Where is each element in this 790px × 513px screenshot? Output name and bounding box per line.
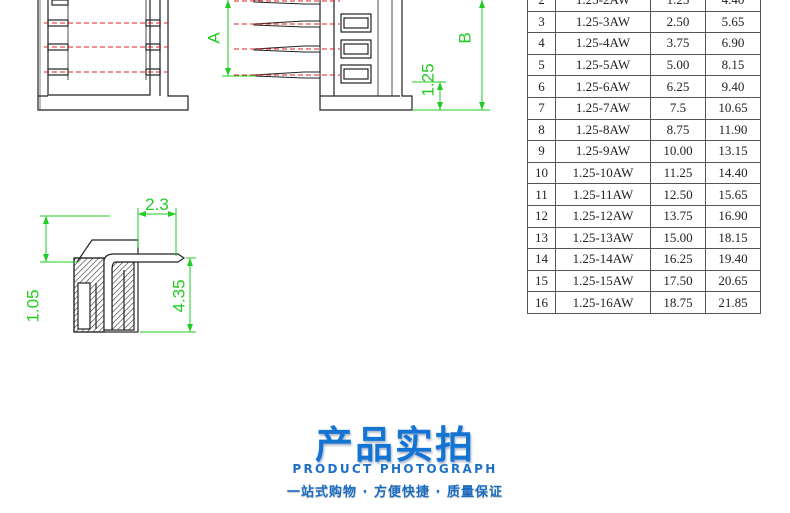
dimension-b-cell: 14.40 (705, 161, 761, 185)
front-view-centerlines (44, 22, 168, 73)
part-number-cell: 1.25-5AW (555, 53, 651, 77)
pin-count-cell: 12 (527, 204, 556, 228)
dimension-side-small-height (40, 215, 110, 263)
dimension-a-cell: 17.50 (650, 269, 706, 293)
dimension-b-cell: 9.40 (705, 75, 761, 98)
dimension-a-cell: 5.00 (650, 53, 706, 77)
side-view (73, 239, 186, 333)
part-number-cell: 1.25-2AW (555, 0, 651, 12)
part-number-cell: 1.25-4AW (555, 32, 651, 55)
dimension-b-cell: 5.65 (705, 10, 761, 34)
dimension-a-cell: 3.75 (650, 32, 706, 55)
dimension-b-cell: 18.15 (705, 226, 761, 250)
pin-count-cell: 11 (527, 183, 556, 206)
part-number-cell: 1.25-7AW (555, 96, 651, 120)
dimension-side-small-height-label: 1.05 (23, 289, 42, 322)
dimension-b-cell: 19.40 (705, 248, 761, 271)
dimension-b (446, 0, 490, 111)
part-number-cell: 1.25-6AW (555, 75, 651, 98)
pin-count-cell: 13 (527, 226, 556, 250)
part-number-cell: 1.25-11AW (555, 183, 651, 206)
dimension-b-cell: 13.15 (705, 140, 761, 163)
dimension-a-cell: 15.00 (650, 226, 706, 250)
dimension-b-cell: 20.65 (705, 269, 761, 293)
pin-count-cell: 3 (527, 10, 556, 34)
dimension-a-cell: 1.25 (650, 0, 706, 12)
dimension-a-cell: 13.75 (650, 204, 706, 228)
pin-count-cell: 4 (527, 32, 556, 55)
pin-count-cell: 5 (527, 53, 556, 77)
dimension-side-height (140, 257, 196, 333)
dimension-b-cell: 6.90 (705, 32, 761, 55)
top-view-pins (253, 0, 321, 79)
dimension-a-cell: 11.25 (650, 161, 706, 185)
dimension-b-cell: 11.90 (705, 118, 761, 142)
front-view (37, 0, 189, 111)
dimension-a-cell: 7.5 (650, 96, 706, 120)
dimension-a-cell: 6.25 (650, 75, 706, 98)
dimension-b-label: B (455, 32, 474, 43)
pin-count-cell: 16 (527, 291, 556, 314)
pin-count-cell: 2 (527, 0, 556, 12)
spec-table: 21.25-2AW1.254.4031.25-3AW2.505.6541.25-… (527, 0, 761, 314)
dimension-a-cell: 16.25 (650, 248, 706, 271)
product-photo-subtitle: PRODUCT PHOTOGRAPH (292, 462, 498, 476)
dimension-a-cell: 10.00 (650, 140, 706, 163)
pin-count-cell: 9 (527, 140, 556, 163)
part-number-cell: 1.25-16AW (555, 291, 651, 314)
dimension-b-cell: 10.65 (705, 96, 761, 120)
dimension-pitch (412, 81, 446, 111)
dimension-b-cell: 21.85 (705, 291, 761, 314)
pin-count-cell: 10 (527, 161, 556, 185)
pin-count-cell: 7 (527, 96, 556, 120)
dimension-b-cell: 4.40 (705, 0, 761, 12)
part-number-cell: 1.25-12AW (555, 204, 651, 228)
product-photo-title: 产品实拍 (314, 423, 475, 467)
part-number-cell: 1.25-8AW (555, 118, 651, 142)
pin-count-cell: 6 (527, 75, 556, 98)
dimension-b-cell: 15.65 (705, 183, 761, 206)
dimension-a-cell: 2.50 (650, 10, 706, 34)
dimension-b-cell: 16.90 (705, 204, 761, 228)
dimension-side-width (137, 208, 177, 256)
dimension-a-cell: 12.50 (650, 183, 706, 206)
dimension-b-cell: 8.15 (705, 53, 761, 77)
shopping-slogan: 一站式购物 · 方便快捷 · 质量保证 (287, 485, 503, 500)
pin-count-cell: 8 (527, 118, 556, 142)
part-number-cell: 1.25-15AW (555, 269, 651, 293)
pin-count-cell: 15 (527, 269, 556, 293)
part-number-cell: 1.25-10AW (555, 161, 651, 185)
pin-count-cell: 14 (527, 248, 556, 271)
part-number-cell: 1.25-13AW (555, 226, 651, 250)
top-view (319, 0, 413, 111)
dimension-a-label: A (204, 32, 223, 44)
part-number-cell: 1.25-9AW (555, 140, 651, 163)
top-view-centerlines (234, 0, 340, 76)
part-number-cell: 1.25-14AW (555, 248, 651, 271)
dimension-a-cell: 8.75 (650, 118, 706, 142)
dimension-side-width-label: 2.3 (145, 195, 169, 214)
dimension-side-height-label: 4.35 (169, 279, 188, 312)
dimension-a (222, 0, 256, 77)
part-number-cell: 1.25-3AW (555, 10, 651, 34)
dimension-a-cell: 18.75 (650, 291, 706, 314)
dimension-pitch-label: 1.25 (418, 63, 437, 96)
spec-table-body: 21.25-2AW1.254.4031.25-3AW2.505.6541.25-… (527, 0, 761, 314)
